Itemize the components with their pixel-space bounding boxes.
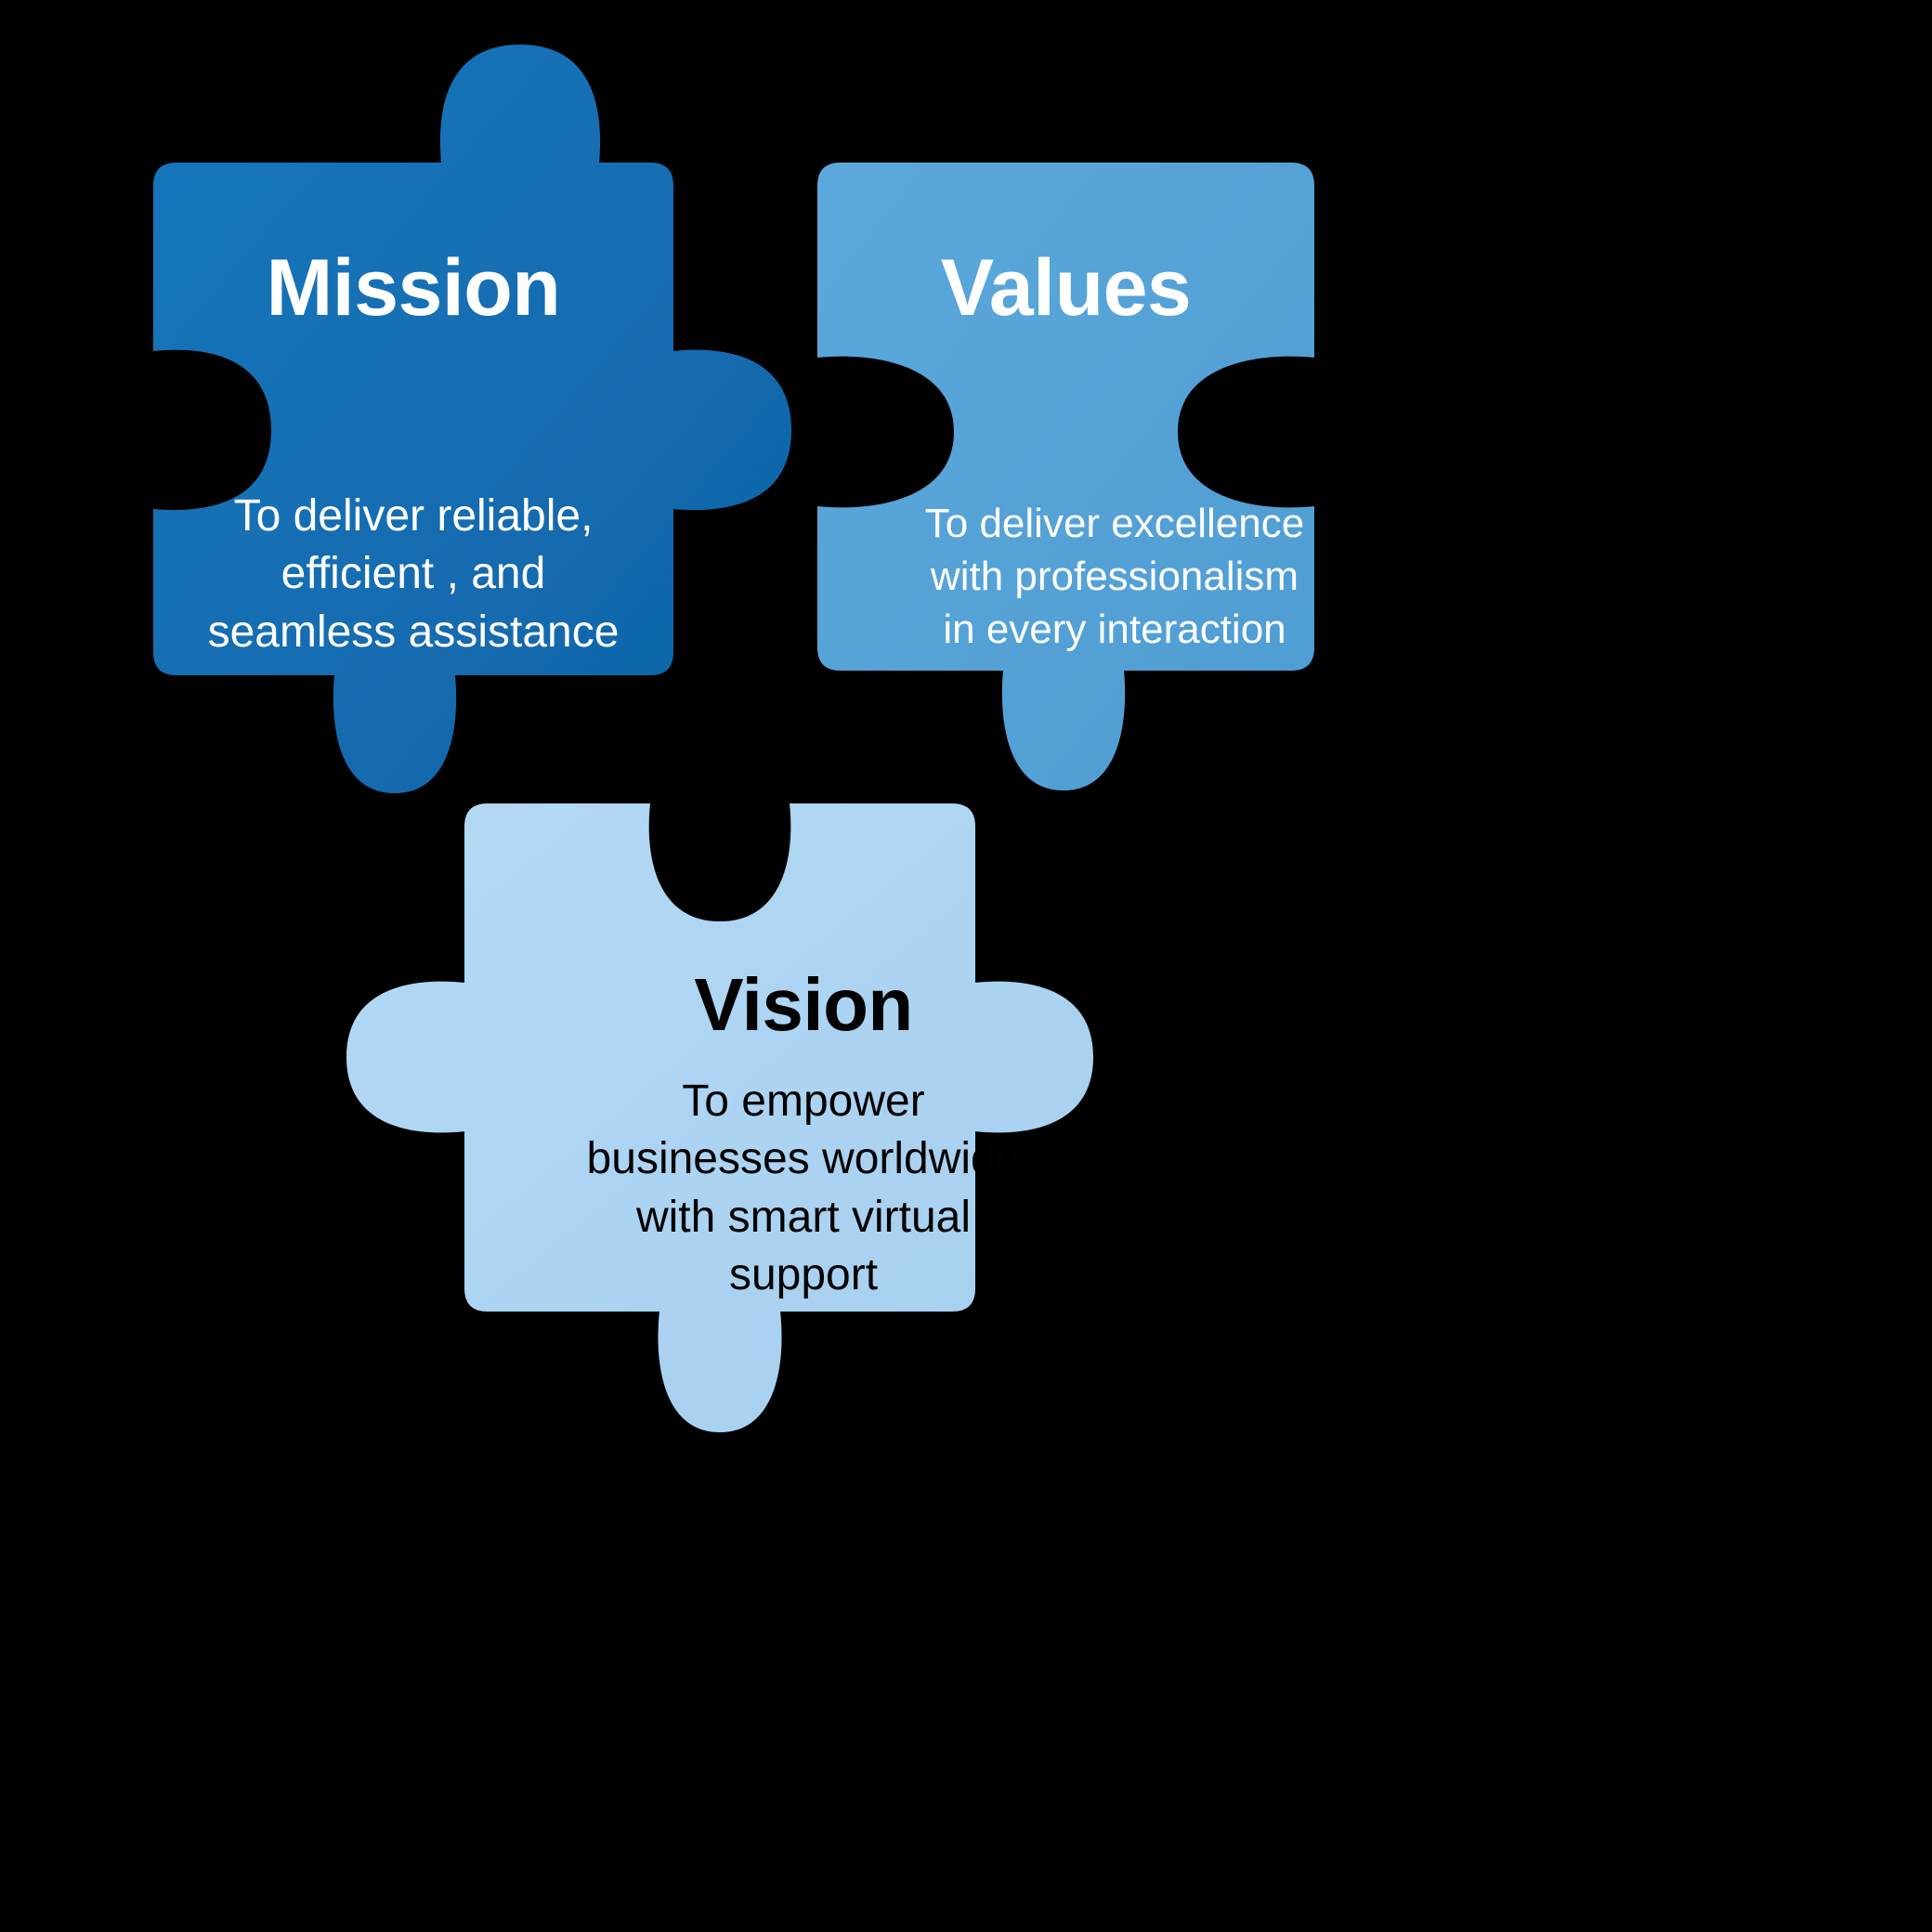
values-puzzle-piece[interactable] <box>817 163 1314 790</box>
mission-puzzle-piece[interactable] <box>153 45 791 793</box>
vision-puzzle-piece[interactable] <box>346 803 1093 1432</box>
